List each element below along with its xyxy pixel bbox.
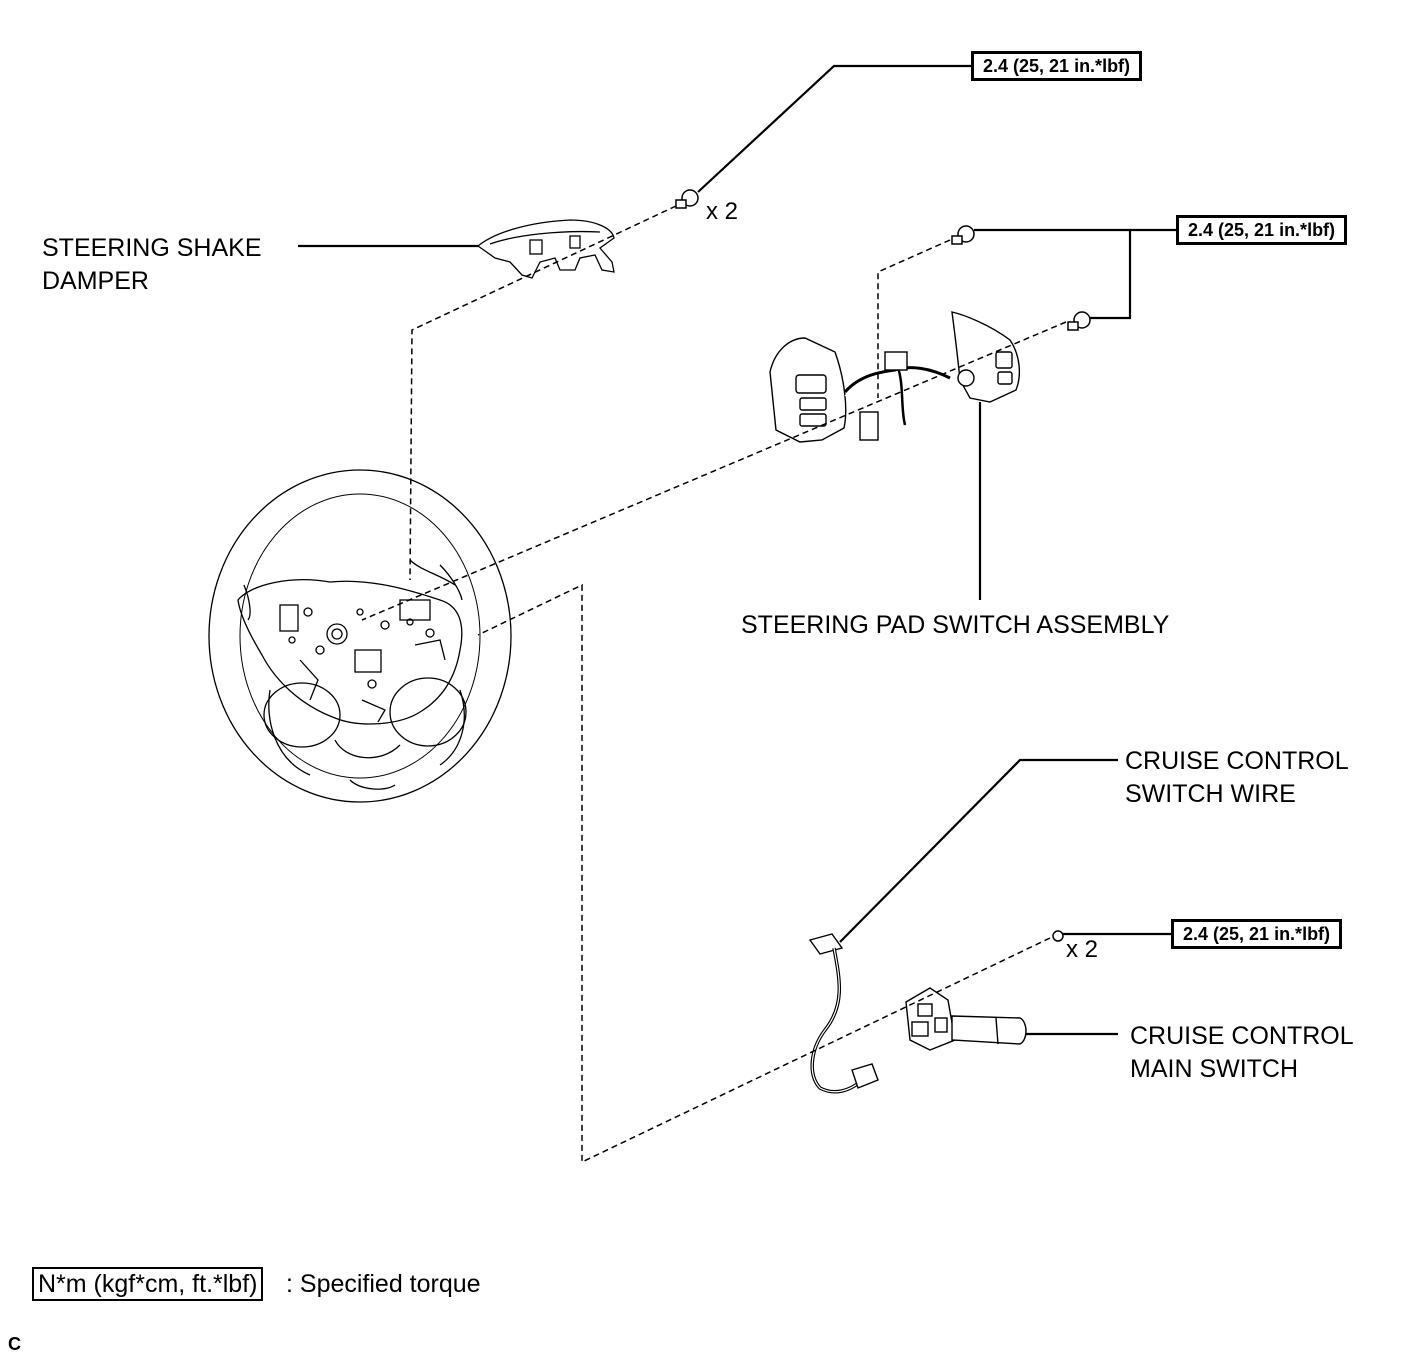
label-cruise-control-main-switch: CRUISE CONTROL MAIN SWITCH <box>1130 1020 1354 1086</box>
fastener-screws <box>675 189 1091 942</box>
legend-specified-torque: : Specified torque <box>286 1270 481 1298</box>
steering-shake-damper-part <box>476 219 615 279</box>
cruise-control-switch-wire-part <box>808 933 879 1094</box>
torque-box-damper: 2.4 (25, 21 in.*lbf) <box>971 51 1143 81</box>
label-cruise-wire-line1: CRUISE CONTROL <box>1125 747 1349 775</box>
label-cruise-wire-line2: SWITCH WIRE <box>1125 780 1296 808</box>
label-steering-shake-damper-line2: DAMPER <box>42 267 149 295</box>
legend-torque-units: N*m (kgf*cm, ft.*lbf) <box>32 1267 264 1301</box>
figure-code: C <box>8 1334 21 1354</box>
assembly-dashed-lines <box>361 205 1067 1164</box>
cruise-control-main-switch-part <box>905 987 1027 1051</box>
label-steering-pad-switch-assembly: STEERING PAD SWITCH ASSEMBLY <box>741 611 1170 639</box>
label-cruise-main-line1: CRUISE CONTROL <box>1130 1022 1354 1050</box>
label-steering-shake-damper-line1: STEERING SHAKE <box>42 234 262 262</box>
main-switch-screw <box>1052 930 1064 942</box>
steering-pad-switch-part <box>769 311 1021 443</box>
torque-box-pad-switch: 2.4 (25, 21 in.*lbf) <box>1176 215 1348 245</box>
quantity-damper-screws: x 2 <box>706 198 739 225</box>
leader-lines <box>298 64 1176 1036</box>
label-cruise-control-switch-wire: CRUISE CONTROL SWITCH WIRE <box>1125 745 1349 811</box>
steering-wheel <box>208 469 512 803</box>
label-steering-shake-damper: STEERING SHAKE DAMPER <box>42 232 262 298</box>
quantity-main-switch-screws: x 2 <box>1066 936 1099 963</box>
label-cruise-main-line2: MAIN SWITCH <box>1130 1055 1299 1083</box>
torque-box-main-switch: 2.4 (25, 21 in.*lbf) <box>1171 919 1343 949</box>
